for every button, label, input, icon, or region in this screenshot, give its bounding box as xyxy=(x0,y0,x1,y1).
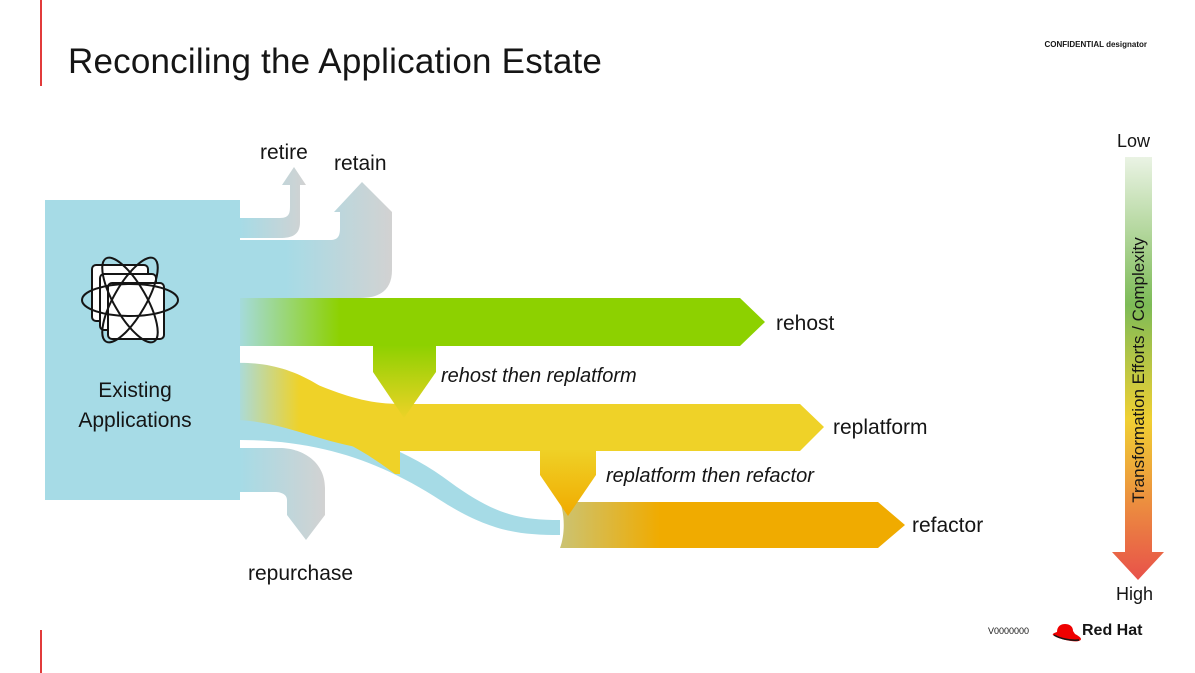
retain-label: retain xyxy=(334,152,387,175)
confidential-designator: CONFIDENTIAL designator xyxy=(1044,40,1147,49)
retire-branch xyxy=(240,167,306,238)
rehost-label: rehost xyxy=(776,312,835,335)
scale-low-label: Low xyxy=(1117,131,1151,151)
refactor-flow xyxy=(240,420,905,548)
rehost-flow xyxy=(240,298,765,346)
red-hat-fedora-icon xyxy=(1052,624,1081,642)
existing-applications-label: Existing Applications xyxy=(50,376,220,436)
bottom-accent-line xyxy=(40,630,42,673)
retire-label: retire xyxy=(260,141,308,164)
retain-branch xyxy=(240,182,392,298)
repurchase-label: repurchase xyxy=(248,562,354,585)
replatform-label: replatform xyxy=(833,416,928,439)
source-label-line2: Applications xyxy=(78,409,192,432)
brand-logo: Red Hat xyxy=(1082,622,1142,640)
replatform-flow xyxy=(232,362,824,474)
source-label-line1: Existing xyxy=(98,379,172,402)
scale-high-label: High xyxy=(1116,584,1154,604)
rehost-to-replatform-arrow xyxy=(373,346,436,418)
repurchase-branch xyxy=(240,448,325,540)
source-block xyxy=(45,200,240,500)
refactor-label: refactor xyxy=(912,514,984,537)
complexity-scale-arrow xyxy=(1112,157,1164,580)
scale-title: Transformation Efforts / Complexity xyxy=(1129,237,1148,503)
replatform-then-refactor-label: replatform then refactor xyxy=(606,465,814,487)
footer-version-id: V0000000 xyxy=(988,626,1030,636)
rehost-then-replatform-label: rehost then replatform xyxy=(441,365,637,387)
replatform-to-refactor-arrow xyxy=(540,450,596,516)
page-title: Reconciling the Application Estate xyxy=(68,42,603,81)
top-accent-line xyxy=(40,0,42,86)
brand-name: Red Hat xyxy=(1082,622,1143,639)
stacked-apps-orbit-icon xyxy=(81,256,179,344)
